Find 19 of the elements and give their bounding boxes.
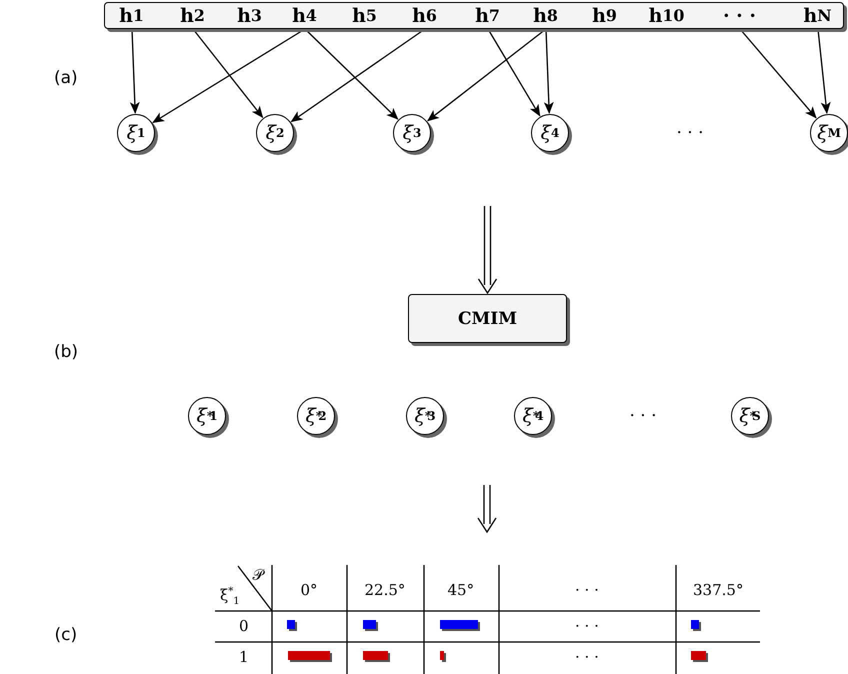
panel-label: (a) (54, 69, 78, 87)
ellipsis: · · · (676, 124, 704, 142)
header-label: 𝒫 (252, 566, 264, 584)
column-header: 22.5° (364, 581, 406, 599)
bar-frame (104, 2, 844, 29)
panel-label: (c) (54, 626, 78, 644)
ellipsis: · · · (630, 407, 657, 425)
ellipsis: · · · (575, 648, 599, 666)
row-header: 1 (239, 648, 249, 666)
panel-label: (b) (54, 343, 78, 361)
column-header: 45° (448, 581, 474, 599)
variable-label: · · · (718, 4, 762, 28)
column-header: 0° (300, 581, 318, 599)
process-box: CMIM (408, 294, 567, 343)
ellipsis: · · · (575, 617, 599, 635)
row-header: 0 (239, 617, 249, 635)
column-header: · · · (575, 581, 599, 599)
column-header: 337.5° (693, 581, 744, 599)
arrow (478, 205, 498, 294)
